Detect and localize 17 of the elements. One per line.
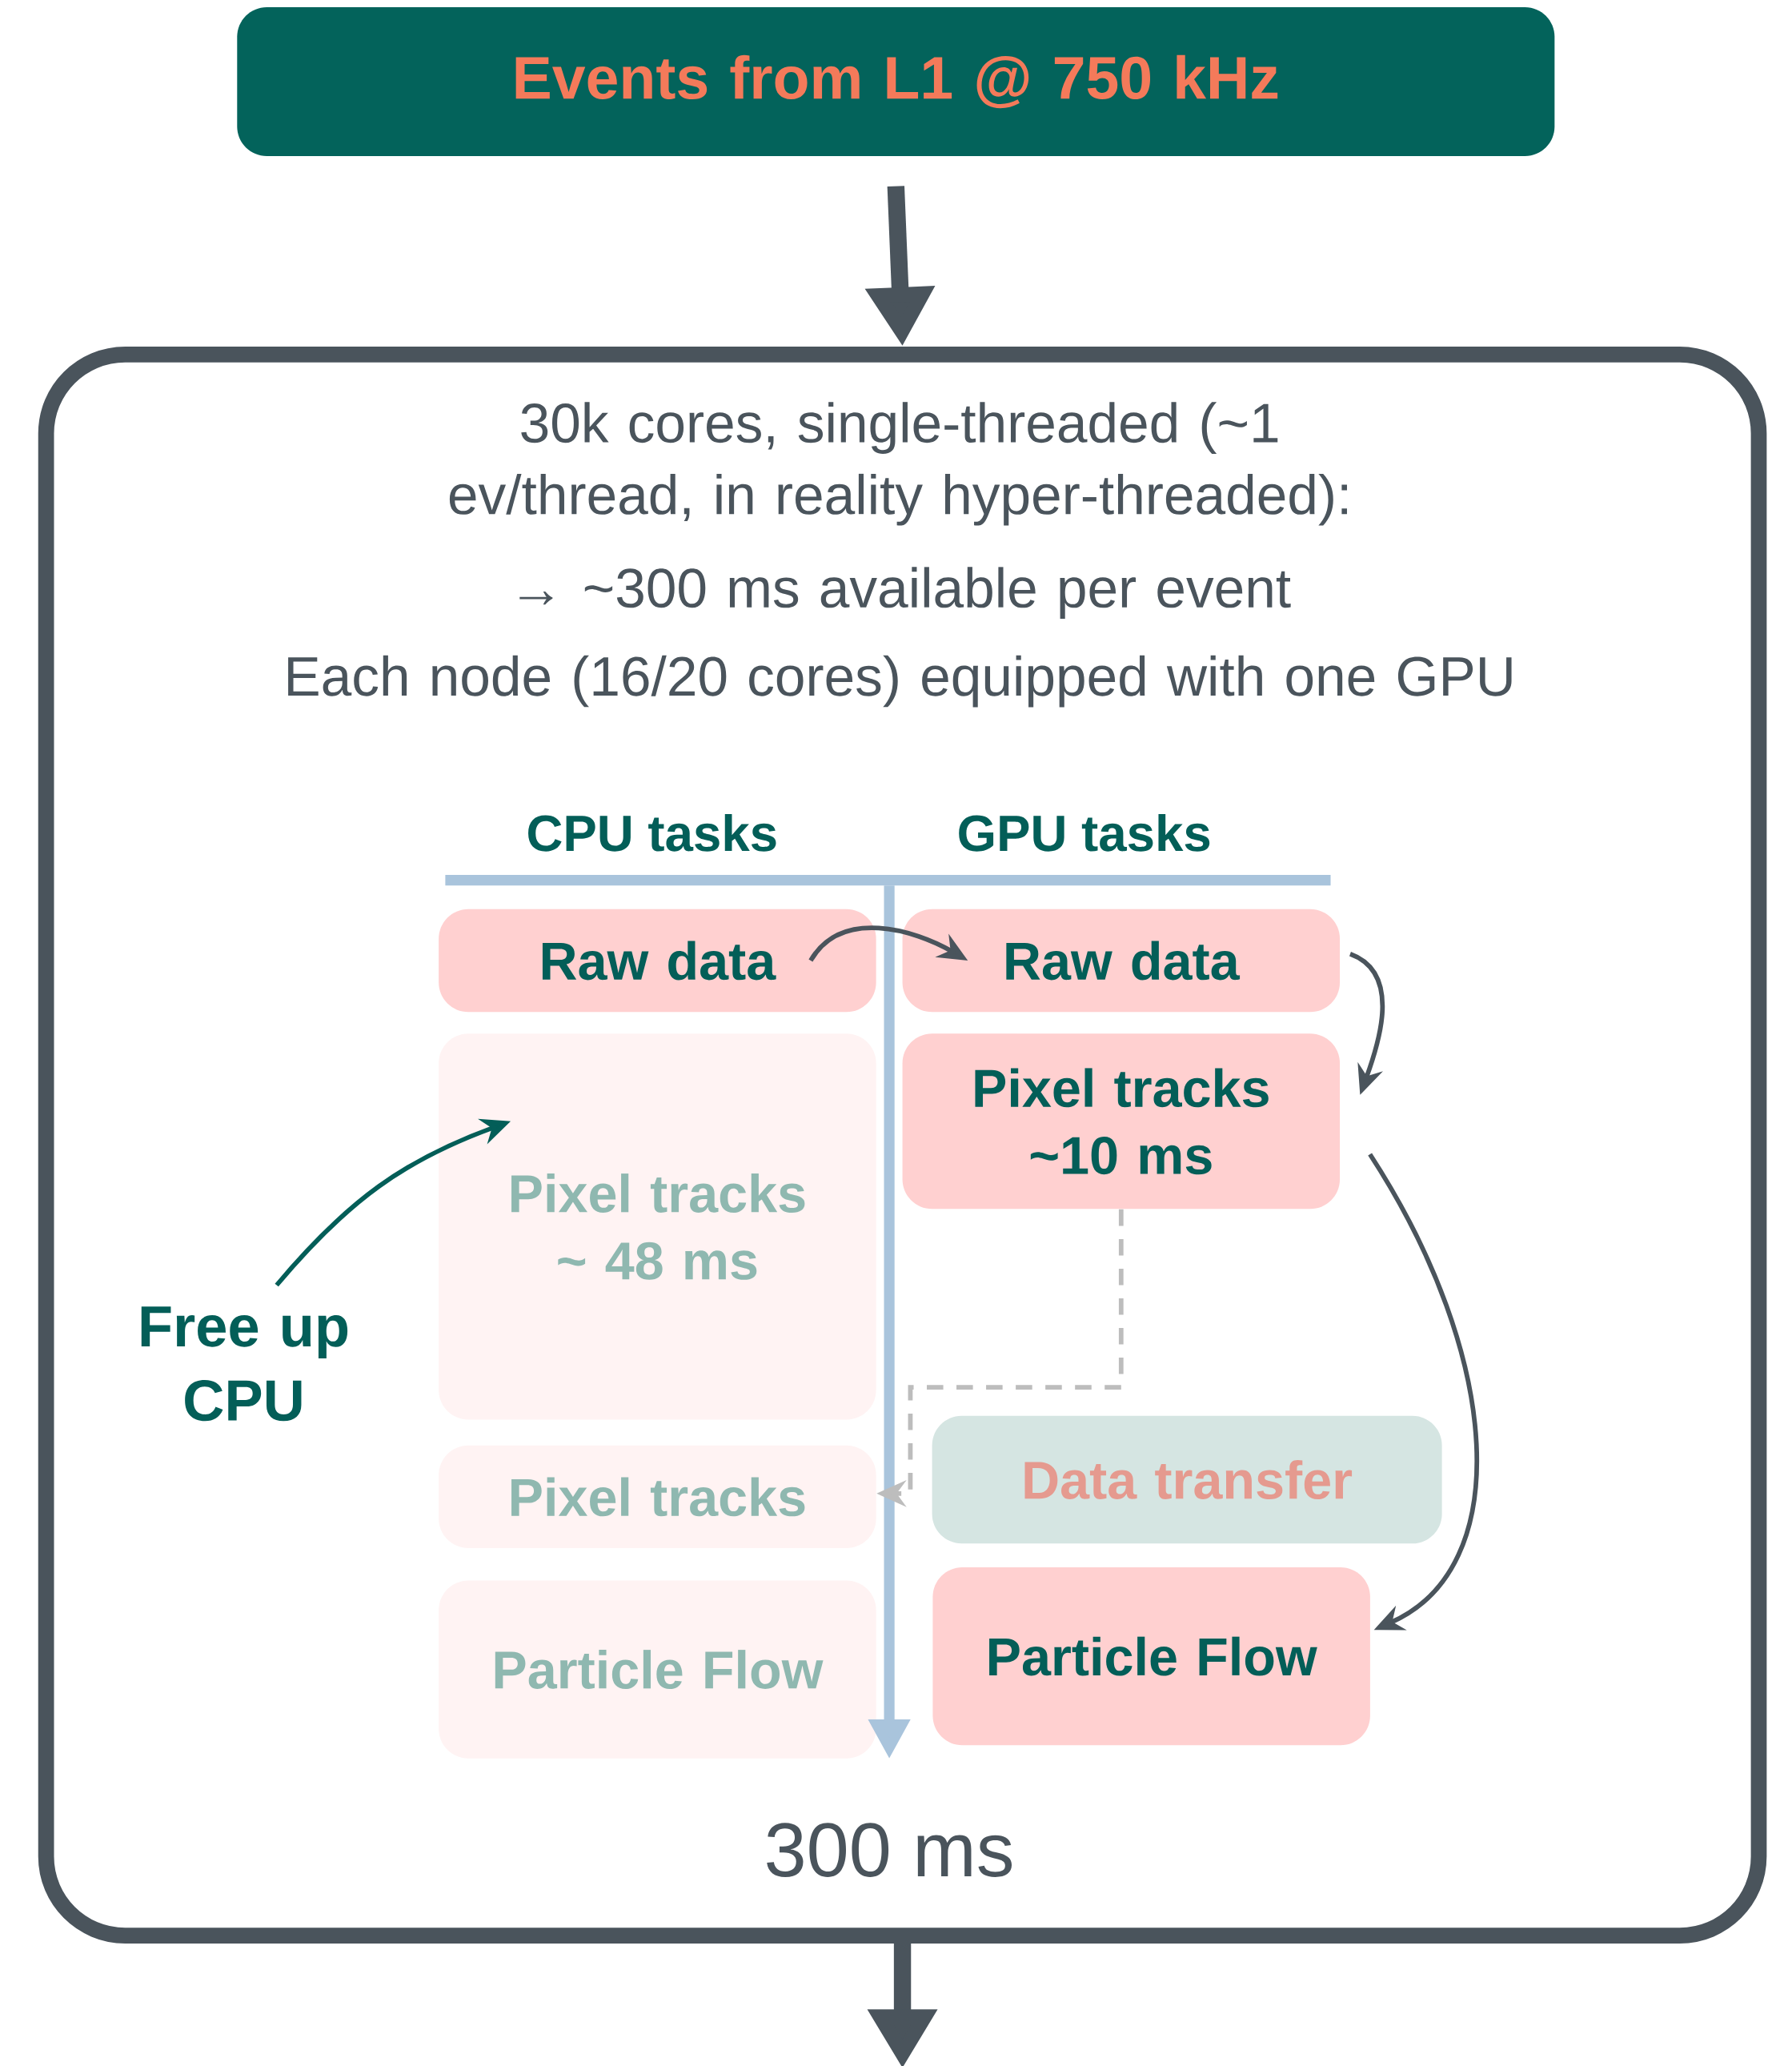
title-box: Events from L1 @ 750 kHz — [237, 7, 1555, 157]
task-box: Pixel tracks ~10 ms — [902, 1033, 1341, 1210]
description-text: → ~300 ms available per event — [519, 567, 1291, 620]
description-text: Each node (16/20 cores) equipped with one GPU — [288, 655, 1512, 708]
task-box: Particle Flow — [932, 1567, 1371, 1746]
task-box: Raw data — [439, 909, 876, 1013]
task-box: Particle Flow — [439, 1580, 876, 1759]
callout-text: Free up CPU — [141, 1306, 348, 1422]
description-text: 30k cores, single-threaded (~1 ev/thread, in reality hyper-threaded): — [450, 402, 1348, 526]
column-heading: GPU tasks — [959, 813, 1210, 852]
axis-label: 300 ms — [767, 1823, 1012, 1877]
task-box: Raw data — [902, 909, 1341, 1013]
task-box: Pixel tracks — [439, 1445, 876, 1549]
arrow — [1368, 1153, 1479, 1631]
column-heading: CPU tasks — [528, 813, 776, 852]
task-box: Pixel tracks ~ 48 ms — [439, 1033, 876, 1420]
transfer-box: Data transfer — [932, 1415, 1442, 1544]
